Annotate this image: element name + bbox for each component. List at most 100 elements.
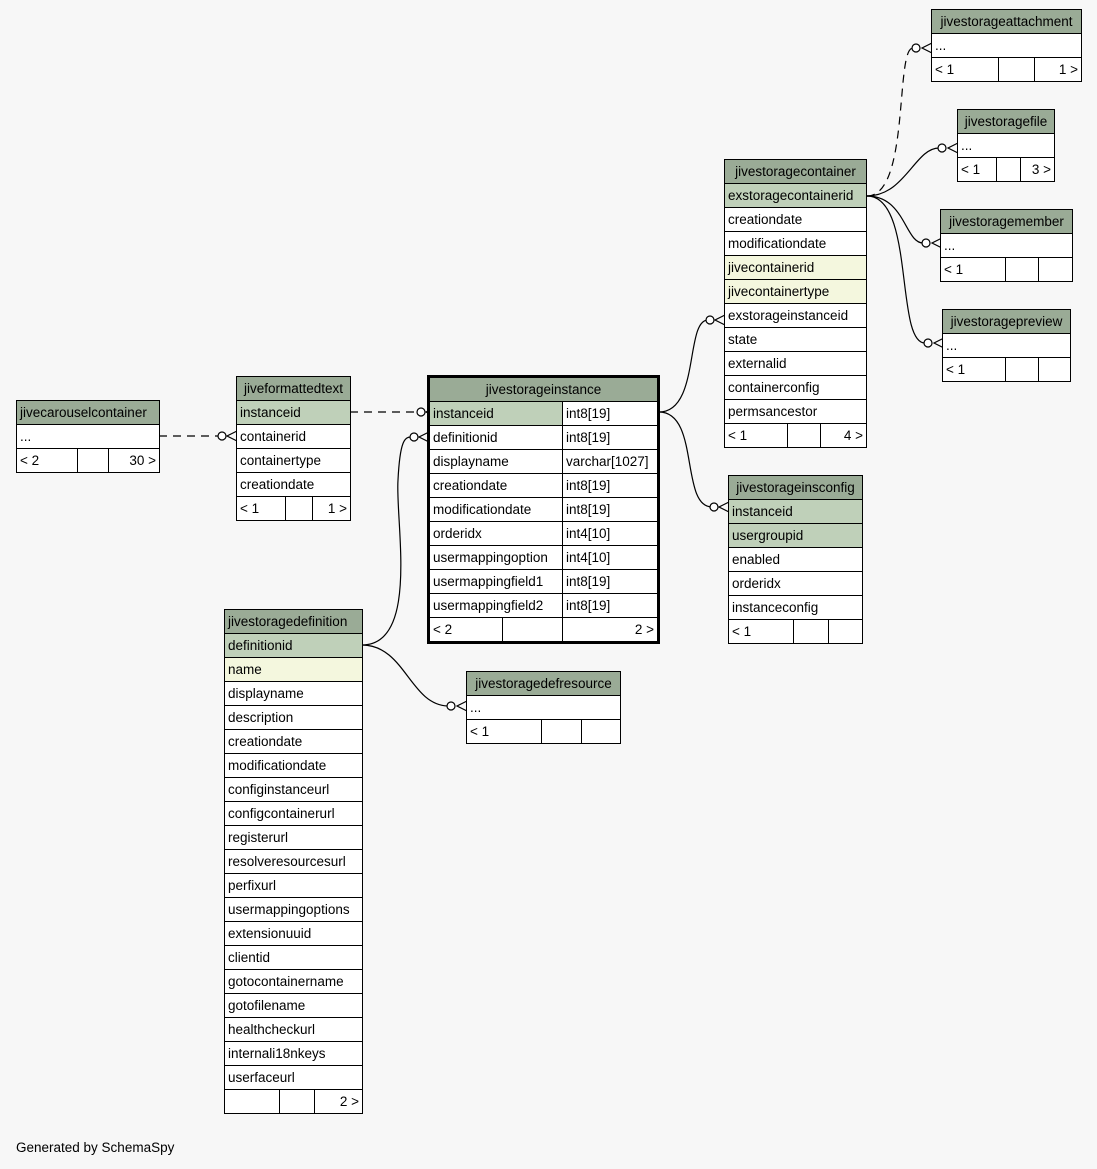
column-row: externalid xyxy=(728,356,787,371)
crowfoot xyxy=(946,142,959,154)
table-footer: < 1 4 > xyxy=(725,424,866,447)
column-name: usermappingoption xyxy=(433,550,548,565)
column-row: resolveresourcesurl xyxy=(228,854,346,869)
primary-key-column: instanceid xyxy=(240,405,301,420)
footer-empty xyxy=(581,720,620,743)
column-row: modificationdate xyxy=(228,758,327,773)
footer-empty xyxy=(1038,258,1072,281)
child-count: 1 > xyxy=(1034,58,1081,81)
table-footer: < 1 3 > xyxy=(958,158,1054,181)
table-title: jivecarouselcontainer xyxy=(17,401,159,425)
footer-empty xyxy=(996,158,1020,181)
column-type: int4[10] xyxy=(562,546,657,569)
table-jivestoragefile[interactable]: jivestoragefile ... < 1 3 > xyxy=(957,109,1055,182)
footer-empty xyxy=(1005,258,1038,281)
column-row: instanceconfig xyxy=(732,600,819,615)
column-name: modificationdate xyxy=(433,502,532,517)
edge-end-circle xyxy=(409,432,419,442)
table-jivestoragedefinition[interactable]: jivestoragedefinition definitionid name … xyxy=(224,609,363,1114)
table-title: jivestorageinstance xyxy=(430,378,657,402)
table-title: jivestoragefile xyxy=(958,110,1054,134)
table-footer: < 1 1 > xyxy=(932,58,1081,81)
table-title: jiveformattedtext xyxy=(237,377,350,401)
crowfoot xyxy=(455,700,468,712)
edge-instance-insconfig xyxy=(658,411,713,508)
table-jivestorageattachment[interactable]: jivestorageattachment ... < 1 1 > xyxy=(931,9,1082,82)
crowfoot xyxy=(225,430,238,442)
table-footer: < 1 1 > xyxy=(237,497,350,520)
edge-end-circle xyxy=(709,502,719,512)
column-row: creationdate xyxy=(228,734,303,749)
crowfoot xyxy=(930,237,943,249)
table-jivestorageinstance[interactable]: jivestorageinstance instanceid int8[19] … xyxy=(427,375,660,644)
parent-count: < 1 xyxy=(935,62,955,77)
table-title: jivestoragedefinition xyxy=(225,610,362,634)
column-row: displayname xyxy=(228,686,304,701)
edge-end-circle xyxy=(416,407,426,417)
footer-empty xyxy=(541,720,581,743)
child-count: 30 > xyxy=(108,449,159,472)
table-footer: < 1 xyxy=(467,720,620,743)
table-jiveformattedtext[interactable]: jiveformattedtext instanceid containerid… xyxy=(236,376,351,521)
table-title: jivestorageattachment xyxy=(932,10,1081,34)
table-jivestoragepreview[interactable]: jivestoragepreview ... < 1 xyxy=(942,309,1071,382)
primary-key-column: exstoragecontainerid xyxy=(728,188,854,203)
primary-key-column: instanceid xyxy=(433,406,494,421)
column-row: userfaceurl xyxy=(228,1070,295,1085)
edge-definition-instance xyxy=(361,436,412,646)
table-title: jivestoragepreview xyxy=(943,310,1070,334)
parent-count: < 1 xyxy=(470,724,490,739)
edge-container-member xyxy=(866,195,924,244)
table-footer: < 2 2 > xyxy=(430,618,657,641)
edge-end-circle xyxy=(911,43,921,53)
column-row: registerurl xyxy=(228,830,289,845)
parent-count: < 1 xyxy=(944,262,964,277)
edge-container-preview xyxy=(866,195,926,344)
crowfoot xyxy=(932,337,945,349)
table-jivestoragecontainer[interactable]: jivestoragecontainer exstoragecontaineri… xyxy=(724,159,867,448)
table-title: jivestoragemember xyxy=(941,210,1072,234)
parent-count: < 1 xyxy=(961,162,981,177)
footer-empty xyxy=(77,449,108,472)
indexed-column: jivecontainerid xyxy=(728,260,815,275)
crowfoot xyxy=(717,501,730,513)
table-jivestorageinsconfig[interactable]: jivestorageinsconfig instanceid usergrou… xyxy=(728,475,863,644)
column-row: creationdate xyxy=(240,477,315,492)
column-type: varchar[1027] xyxy=(562,450,657,473)
column-row: containerconfig xyxy=(728,380,820,395)
column-row: ... xyxy=(20,429,32,444)
table-footer: < 1 xyxy=(943,358,1070,381)
edge-container-attachment xyxy=(866,47,914,197)
edge-end-circle xyxy=(923,338,933,348)
table-jivestoragemember[interactable]: jivestoragemember ... < 1 xyxy=(940,209,1073,282)
column-row: permsancestor xyxy=(728,404,818,419)
primary-key-column: definitionid xyxy=(228,638,293,653)
footer-empty xyxy=(787,424,820,447)
table-jivestoragedefresource[interactable]: jivestoragedefresource ... < 1 xyxy=(466,671,621,744)
table-jivecarouselcontainer[interactable]: jivecarouselcontainer ... < 2 30 > xyxy=(16,400,160,473)
column-row: containerid xyxy=(240,429,307,444)
column-row: ... xyxy=(961,138,973,153)
column-name: orderidx xyxy=(433,526,482,541)
column-name: definitionid xyxy=(433,430,498,445)
child-count: 1 > xyxy=(312,497,350,520)
footer-empty xyxy=(279,1090,314,1113)
column-row: gotocontainername xyxy=(228,974,344,989)
column-type: int4[10] xyxy=(562,522,657,545)
column-name: usermappingfield1 xyxy=(433,574,544,589)
column-row: extensionuuid xyxy=(228,926,312,941)
column-row: state xyxy=(728,332,758,347)
column-row: creationdate xyxy=(728,212,803,227)
parent-count: < 2 xyxy=(20,453,40,468)
edge-instance-container xyxy=(658,319,709,413)
column-row: ... xyxy=(935,38,947,53)
column-row: description xyxy=(228,710,294,725)
column-row: configcontainerurl xyxy=(228,806,335,821)
column-type: int8[19] xyxy=(562,426,657,449)
edge-definition-defresource xyxy=(361,644,449,707)
column-type: int8[19] xyxy=(562,594,657,617)
table-title: jivestorageinsconfig xyxy=(729,476,862,500)
footer-empty xyxy=(285,497,312,520)
column-row: modificationdate xyxy=(728,236,827,251)
